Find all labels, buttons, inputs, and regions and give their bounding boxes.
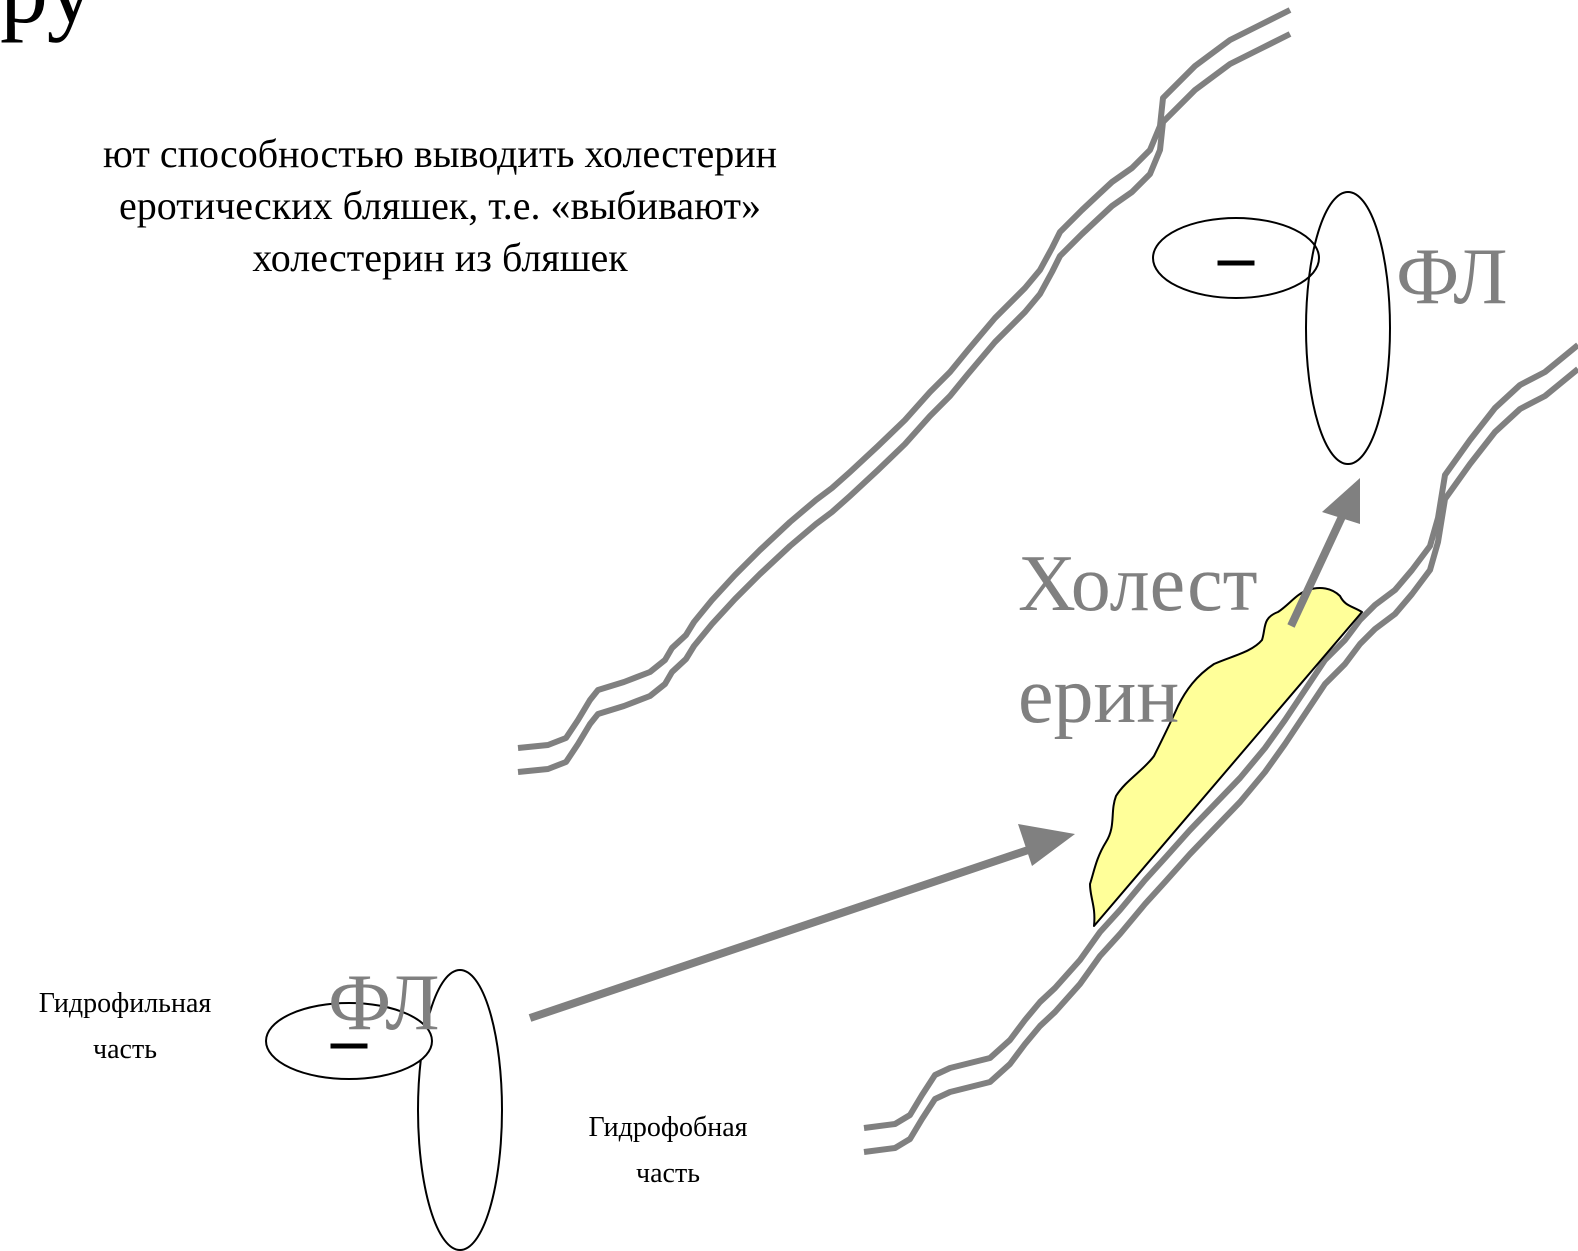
fl-label-lower: ФЛ xyxy=(328,959,439,1047)
hydrophobic-label-line-2: часть xyxy=(636,1158,700,1189)
cholesterol-label-line-2: ерин xyxy=(1018,652,1179,740)
phospholipid-upper-tail xyxy=(1306,192,1390,464)
hydrophobic-label-line-1: Гидрофобная xyxy=(588,1112,747,1143)
minus-sign-upper: – xyxy=(1217,216,1255,296)
phospholipid-upper xyxy=(1153,192,1390,464)
hydrophilic-label-line-2: часть xyxy=(93,1034,157,1065)
cholesterol-label-line-1: Холест xyxy=(1018,540,1258,628)
cholesterol-plaque xyxy=(1090,588,1362,926)
fl-label-upper: ФЛ xyxy=(1396,233,1507,321)
arrow-fl-to-plaque xyxy=(530,824,1075,1018)
hydrophilic-label-line-1: Гидрофильная xyxy=(39,988,212,1019)
